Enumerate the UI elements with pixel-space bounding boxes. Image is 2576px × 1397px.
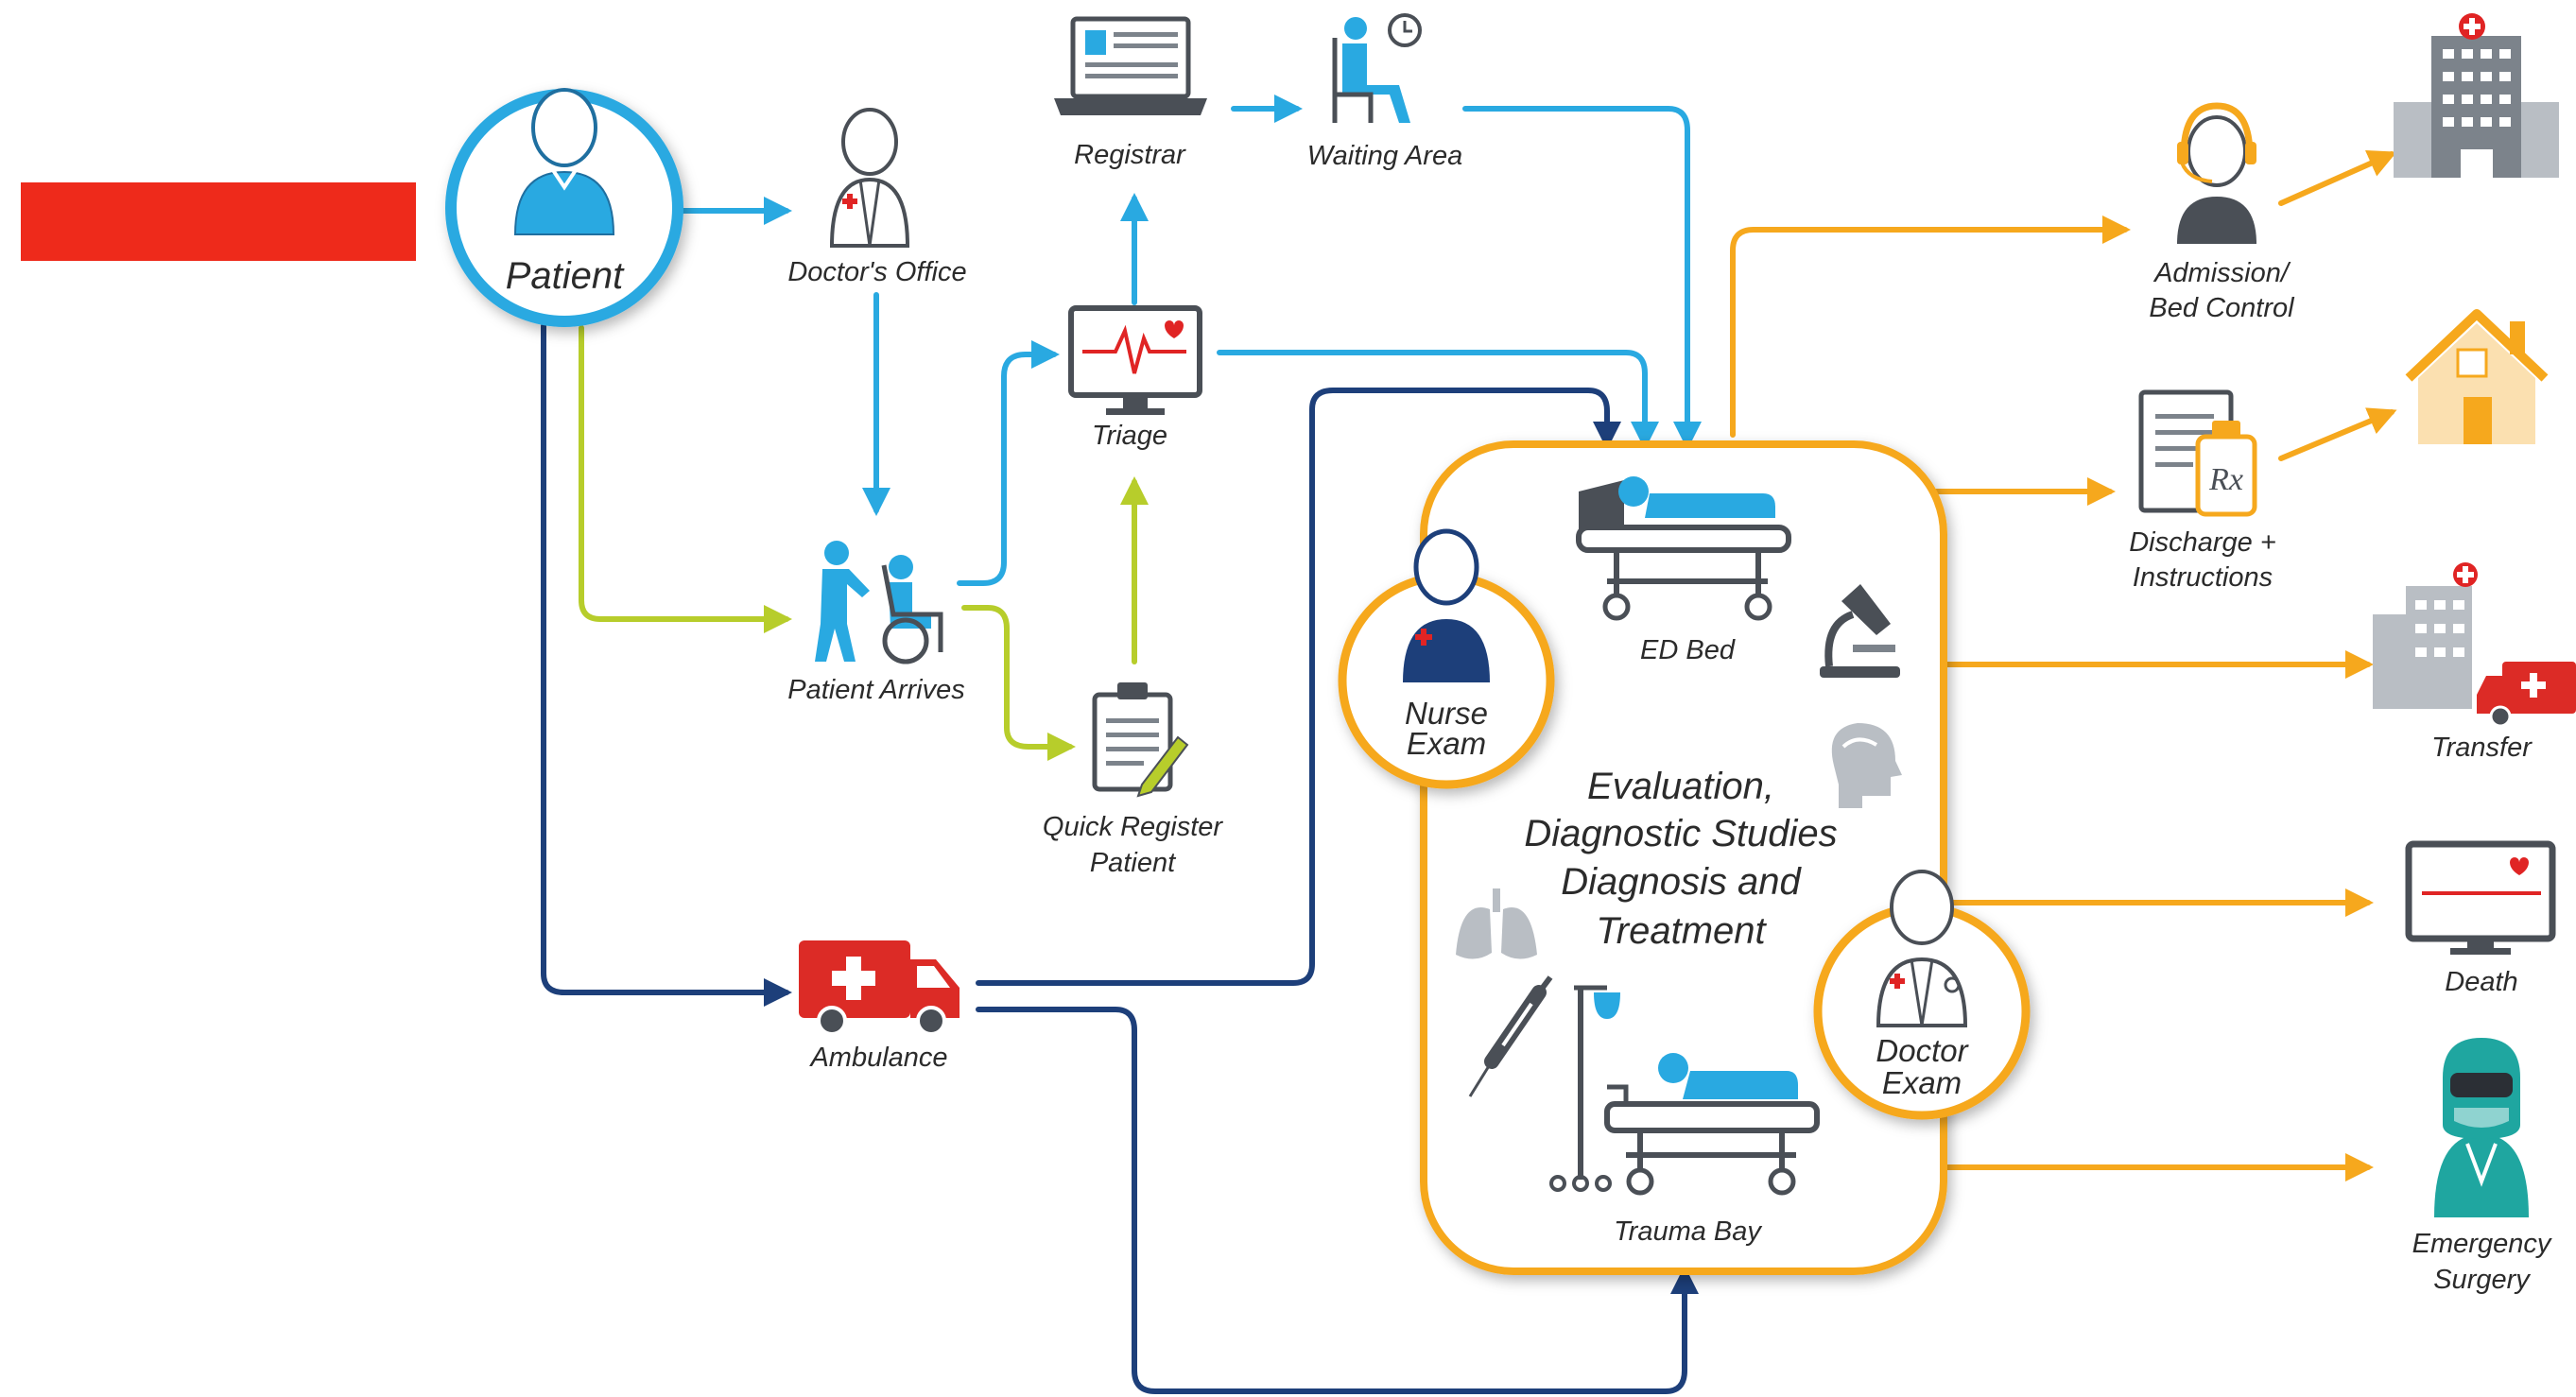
prescription-icon: Rx [2138, 389, 2257, 517]
death-node: Death [2405, 840, 2556, 997]
clock-icon [1388, 13, 1422, 47]
arrow-patient-arrives-to-triage [957, 340, 1060, 586]
admission-label-2: Bed Control [2149, 293, 2295, 323]
evaluation-text: Evaluation, Diagnostic Studies Diagnosis… [1524, 766, 1837, 952]
arrow-ambulance-to-trauma [976, 1007, 1699, 1394]
nurse-exam-node: Nurse Exam [1338, 528, 1555, 789]
discharge-label-2: Instructions [2133, 562, 2273, 593]
patient-label: Patient [506, 255, 625, 297]
arrow-ed-to-admission [1730, 216, 2131, 438]
flow-arrows [541, 95, 2397, 1394]
rx-symbol: Rx [2208, 462, 2243, 497]
arrow-triage-to-ed [1217, 350, 1659, 450]
patient-arrives-label: Patient Arrives [787, 675, 965, 705]
flatline-monitor-icon [2405, 840, 2556, 955]
waiting-area-node: Waiting Area [1307, 13, 1462, 171]
ambulance-icon [799, 940, 960, 1036]
lungs-icon [1456, 888, 1537, 959]
hospital-building-icon [2394, 13, 2559, 178]
ed-box [1420, 440, 1947, 1275]
house-icon [2405, 309, 2549, 444]
ambulance-label: Ambulance [808, 1043, 947, 1073]
transfer-node: Transfer [2373, 562, 2576, 763]
arrow-discharge-to-home [2278, 407, 2397, 461]
microscope-icon [1820, 584, 1900, 678]
arrow-waiting-to-ed [1462, 106, 1702, 450]
discharge-node: Rx Discharge + Instructions [2129, 389, 2276, 593]
trauma-bay-node: Trauma Bay [1604, 1053, 1820, 1247]
registrar-label: Registrar [1074, 140, 1186, 170]
patient-node: Patient [445, 88, 683, 327]
stretcher-icon [1604, 1053, 1820, 1196]
patient-arrives-node: Patient Arrives [787, 541, 965, 705]
clipboard-icon [1092, 682, 1189, 798]
trauma-bay-label: Trauma Bay [1614, 1216, 1762, 1247]
admission-label-1: Admission/ [2152, 258, 2291, 288]
discharge-label-1: Discharge + [2129, 527, 2276, 558]
arrow-admission-to-hospital [2278, 150, 2397, 206]
surgery-node: Emergency Surgery [2412, 1038, 2552, 1295]
doctor-exam-label-2: Exam [1882, 1065, 1962, 1100]
waiting-chair-icon [1332, 17, 1410, 123]
evaluation-line-3: Diagnosis and [1561, 861, 1802, 903]
death-label: Death [2445, 967, 2517, 997]
evaluation-line-1: Evaluation, [1587, 766, 1774, 807]
admission-node: Admission/ Bed Control [2149, 102, 2295, 323]
surgery-label-1: Emergency [2412, 1229, 2552, 1259]
arrow-patient-arrives-to-quick-register [961, 605, 1076, 761]
triage-label: Triage [1092, 421, 1167, 451]
doctor-icon [1876, 870, 1968, 1027]
doctor-exam-node: Doctor Exam [1813, 870, 2031, 1120]
quick-register-label-1: Quick Register [1043, 812, 1224, 842]
doctor-exam-label-1: Doctor [1876, 1033, 1969, 1068]
arrow-ambulance-to-ed [976, 388, 1621, 986]
registrar-node: Registrar [1054, 16, 1207, 170]
evaluation-line-2: Diagnostic Studies [1524, 813, 1837, 854]
ed-bed-label: ED Bed [1640, 635, 1736, 665]
quick-register-label-2: Patient [1090, 848, 1177, 878]
laptop-icon [1054, 16, 1207, 115]
doctors-office-label: Doctor's Office [787, 257, 966, 287]
ed-bed-node: ED Bed [1576, 476, 1791, 665]
surgeon-icon [2434, 1038, 2529, 1217]
ambulance-node: Ambulance [799, 940, 960, 1073]
heart-monitor-icon [1068, 305, 1202, 415]
syringe-icon [1468, 975, 1553, 1097]
nurse-exam-label-2: Exam [1407, 726, 1486, 761]
nurse-exam-label-1: Nurse [1405, 696, 1488, 731]
transfer-label: Transfer [2431, 733, 2533, 763]
wheelchair-icon [815, 541, 943, 664]
patient-icon [513, 88, 615, 235]
arrow-patient-to-patient-arrives [579, 325, 792, 633]
arrow-patient-to-ambulance [541, 323, 792, 1007]
doctors-office-node: Doctor's Office [787, 108, 967, 287]
head-scan-icon [1831, 723, 1902, 808]
red-block [21, 182, 416, 261]
waiting-area-label: Waiting Area [1307, 141, 1462, 171]
doctor-icon [829, 108, 910, 248]
headset-icon [2177, 102, 2256, 244]
hospital-bed-icon [1576, 476, 1791, 621]
triage-node: Triage [1068, 305, 1202, 451]
surgery-label-2: Surgery [2433, 1265, 2531, 1295]
nurse-icon [1403, 528, 1490, 682]
hospital-building-icon [2373, 562, 2576, 728]
iv-stand-icon [1549, 985, 1620, 1192]
evaluation-line-4: Treatment [1596, 910, 1767, 952]
quick-register-node: Quick Register Patient [1043, 682, 1224, 878]
